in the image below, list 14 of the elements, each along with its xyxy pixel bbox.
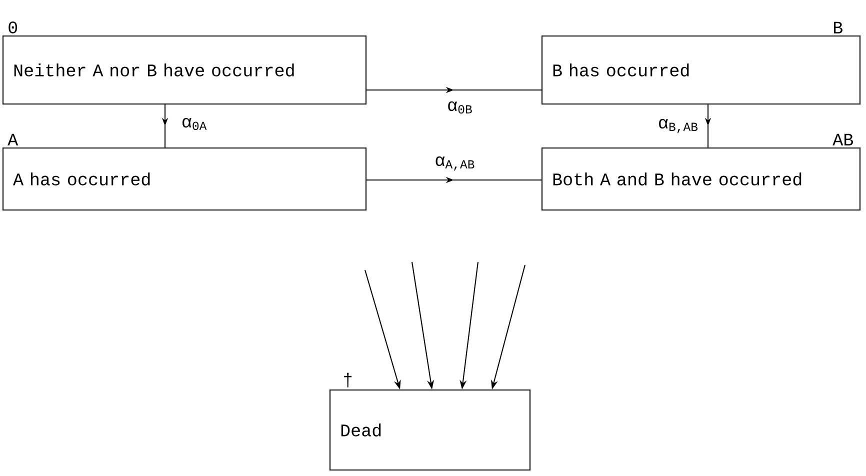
state-box: B has occurred — [541, 35, 861, 105]
state-label: † — [344, 372, 352, 388]
edge-label: α$_{B,AB}$ — [656, 118, 700, 134]
state-box: Dead — [329, 389, 531, 471]
state-label: A — [8, 134, 18, 146]
edge-label: α$_{0B}$ — [446, 100, 474, 115]
state-box: Both A and B have occurred — [541, 147, 861, 211]
state-label: 0 — [8, 22, 18, 34]
state-label: AB — [832, 134, 853, 146]
state-box: Neither A nor B have occurred — [2, 35, 367, 105]
state-label: B — [834, 22, 842, 34]
state-box: A has occurred — [2, 147, 367, 211]
edge-label: α$_{A,AB}$ — [434, 155, 476, 172]
edge-label: α$_{0A}$ — [180, 116, 208, 132]
